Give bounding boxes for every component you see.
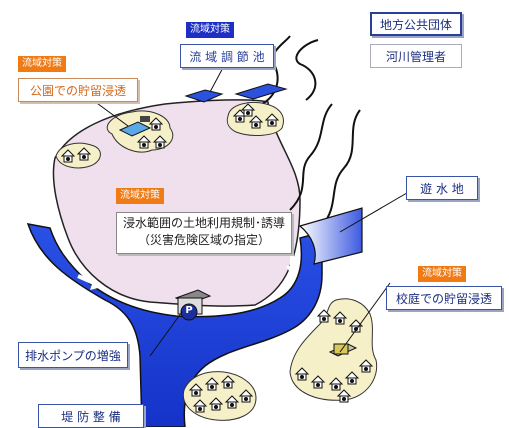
- legend-river-administrator: 河川管理者: [370, 44, 462, 68]
- right-stream-a: [289, 103, 333, 211]
- basin-tag-center: 流域対策: [116, 188, 164, 204]
- main-river: [26, 223, 323, 427]
- legend-local-government: 地方公共団体: [370, 12, 462, 36]
- land-use-regulation-label: 浸水範囲の土地利用規制･誘導 （災害危険区域の指定）: [116, 212, 292, 254]
- pump-station-icon: [174, 289, 212, 321]
- regulating-pond-1: [184, 89, 224, 103]
- school-building-icon: [328, 343, 358, 357]
- regulating-pond-label: 流 域 調 節 池: [180, 44, 274, 68]
- retarding-basin-label: 遊 水 地: [406, 176, 478, 200]
- park-storage-label: 公園での貯留浸透: [18, 78, 138, 102]
- land-use-line2: （災害危険区域の指定）: [137, 233, 270, 247]
- retarding-basin: [298, 207, 363, 265]
- basin-tag-school: 流域対策: [418, 266, 466, 282]
- land-use-line1: 浸水範囲の土地利用規制･誘導: [122, 216, 285, 230]
- right-stream-b: [321, 109, 361, 227]
- leader-lines: [89, 63, 413, 357]
- school-storage-label: 校庭での貯留浸透: [386, 286, 502, 310]
- upper-stream-right: [295, 39, 319, 101]
- levee-label: 堤 防 整 備: [38, 404, 144, 428]
- regulating-pond-2: [234, 83, 288, 100]
- basin-tag-top: 流域対策: [186, 22, 234, 38]
- parking-icon: P: [185, 305, 193, 316]
- park-storage-facility-icon: [118, 116, 152, 137]
- upper-stream-left: [261, 35, 291, 105]
- houses: [60, 103, 374, 413]
- pump-label: 排水ポンプの増強: [18, 342, 128, 368]
- basin-tag-park: 流域対策: [18, 56, 66, 72]
